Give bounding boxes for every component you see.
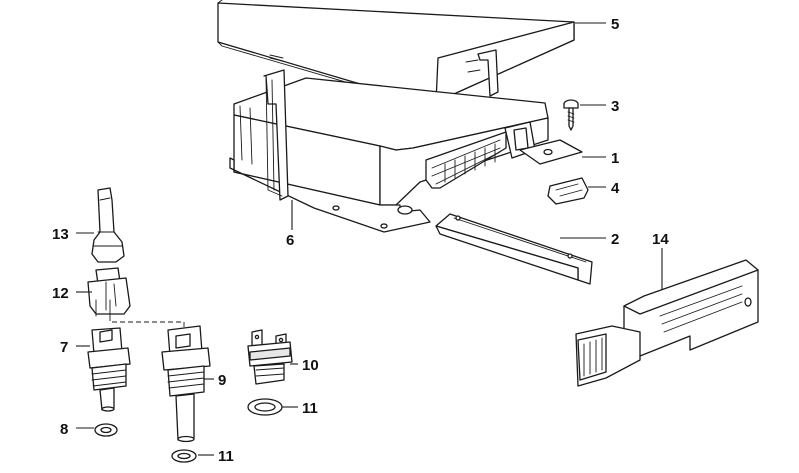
mounting-rail [435,213,593,285]
clip [547,177,589,205]
control-unit-housing [229,77,549,233]
callout-8: 8 [60,421,68,438]
washer-small [94,423,118,437]
callout-labels: 1 2 3 4 5 6 7 8 9 10 11 11 12 13 14 [52,16,669,465]
callout-2: 2 [611,231,619,248]
mounting-plate [519,139,583,165]
screw [563,99,579,131]
callout-4: 4 [611,180,620,197]
callout-10: 10 [302,357,319,374]
temperature-switch [247,329,293,385]
callout-9: 9 [218,372,226,389]
protective-boot [91,187,125,263]
temperature-sensor-large [161,325,211,443]
callout-1: 1 [611,150,619,167]
callout-7: 7 [60,339,68,356]
callout-11-upper: 11 [302,400,318,417]
callout-5: 5 [611,16,619,33]
electronic-module [575,259,759,387]
leader-lines [76,22,663,456]
washer-upper [247,398,283,416]
washer-lower [171,449,197,463]
retaining-bracket [263,49,499,201]
callout-13: 13 [52,226,69,243]
plug-connector [87,267,131,317]
callout-12: 12 [52,285,69,302]
callout-11-lower: 11 [218,448,234,465]
callout-6: 6 [286,232,294,249]
callout-14: 14 [652,231,669,248]
temperature-sensor-small [87,327,131,412]
callout-3: 3 [611,98,619,115]
cover-plate [217,0,575,107]
